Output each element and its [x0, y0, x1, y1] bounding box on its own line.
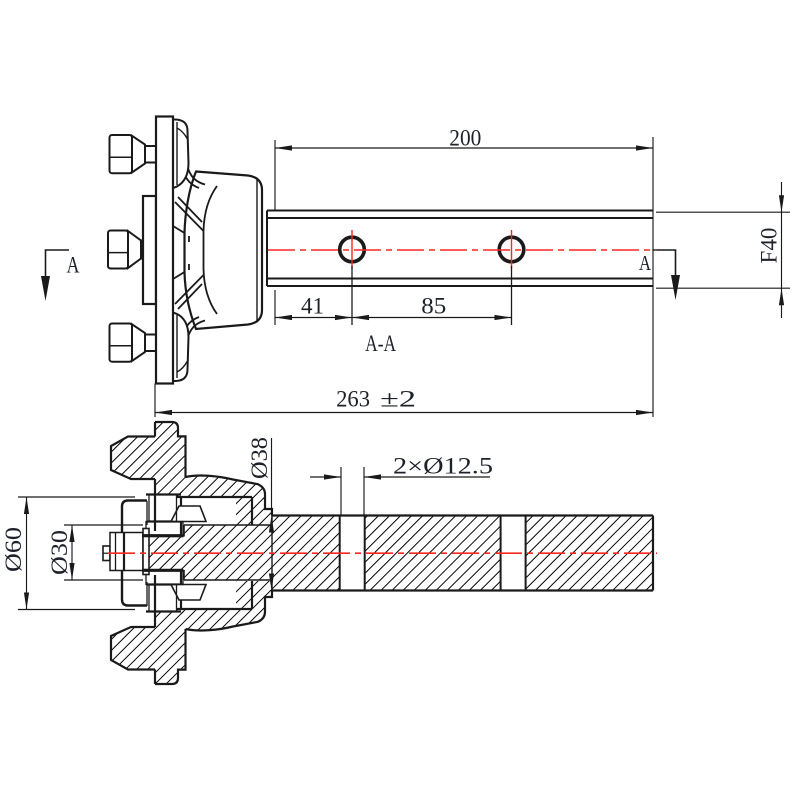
svg-text:±2: ±2 [380, 386, 416, 411]
svg-text:F40: F40 [757, 228, 782, 264]
svg-text:85: 85 [421, 294, 446, 319]
svg-text:A-A: A-A [365, 331, 396, 356]
svg-text:Ø38: Ø38 [247, 437, 272, 479]
svg-text:2×Ø12.5: 2×Ø12.5 [393, 454, 493, 479]
svg-text:A: A [67, 253, 80, 278]
svg-text:Ø30: Ø30 [47, 530, 72, 575]
svg-text:200: 200 [449, 126, 481, 151]
svg-text:A: A [639, 251, 652, 275]
svg-text:Ø60: Ø60 [1, 527, 26, 572]
svg-text:41: 41 [301, 294, 324, 319]
svg-text:263: 263 [336, 386, 370, 411]
